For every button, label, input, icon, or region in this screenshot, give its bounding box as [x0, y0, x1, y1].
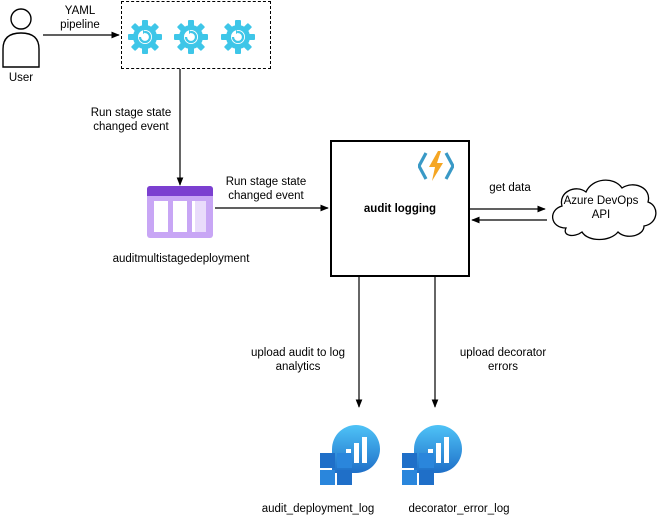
azure-function-icon: [418, 151, 454, 181]
log-analytics-icon[interactable]: [318, 423, 386, 487]
gear-icon: [174, 20, 208, 54]
edge-label-yaml-pipeline: YAML pipeline: [60, 5, 100, 31]
queue-label: auditmultistagedeployment: [112, 253, 250, 265]
log1-label: audit_deployment_log: [261, 503, 375, 515]
function-label: audit logging: [363, 203, 437, 215]
log-analytics-icon[interactable]: [400, 423, 468, 487]
edge-label-upload-decorator: upload decorator errors: [459, 347, 547, 373]
api-label: Azure DevOps API: [563, 195, 639, 221]
edge-label-run-stage-1: Run stage state changed event: [90, 107, 172, 133]
edge-label-run-stage-2: Run stage state changed event: [225, 176, 307, 202]
pipeline-box[interactable]: [121, 1, 271, 69]
cloud-icon[interactable]: [544, 172, 660, 244]
user-icon: [2, 8, 40, 68]
storage-queue-icon[interactable]: [147, 186, 213, 238]
edge-label-upload-audit: upload audit to log analytics: [251, 347, 345, 373]
edge-label-get-data: get data: [489, 182, 531, 194]
user-label: User: [8, 72, 34, 84]
function-box[interactable]: audit logging: [330, 140, 470, 277]
log2-label: decorator_error_log: [408, 503, 510, 515]
gear-icon: [221, 20, 255, 54]
gear-icon: [128, 20, 162, 54]
